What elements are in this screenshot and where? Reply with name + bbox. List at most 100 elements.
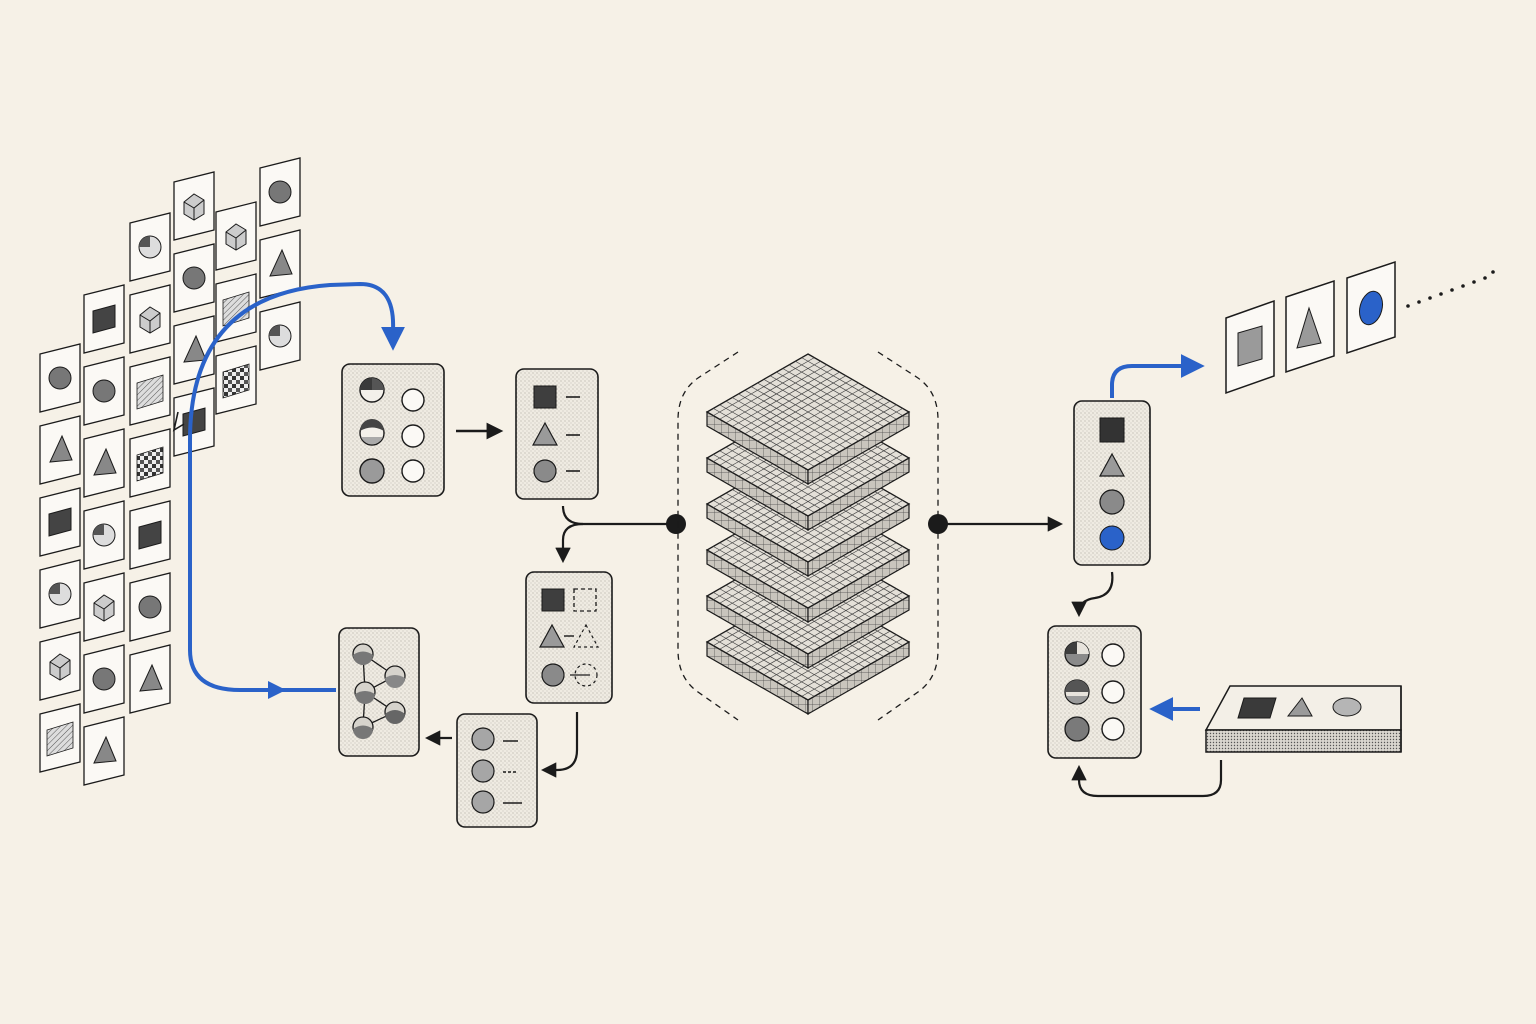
image-card <box>215 345 257 415</box>
cube-icon <box>183 193 205 221</box>
segmentation-card <box>341 363 445 497</box>
dashed-circle-icon <box>574 663 598 687</box>
image-card <box>39 703 81 773</box>
graph-node-icon <box>352 643 374 665</box>
image-card <box>83 572 125 642</box>
feedback-card <box>1047 625 1142 759</box>
checker-icon <box>222 363 250 399</box>
cube-icon <box>49 653 71 681</box>
circle-icon <box>182 266 206 290</box>
triangle-icon <box>1296 306 1322 349</box>
graph-node-icon <box>354 681 376 704</box>
square-icon <box>92 304 116 334</box>
stack-output-connector <box>928 514 1064 534</box>
filled-circle-icon <box>359 458 385 484</box>
edge-output-to-feedback <box>1071 571 1114 618</box>
image-card <box>83 500 125 570</box>
circle-icon <box>268 180 292 204</box>
square-icon <box>533 385 557 409</box>
graph-card <box>338 627 420 757</box>
triangle-icon <box>269 248 293 277</box>
triangle-icon <box>531 421 559 446</box>
blue-circle-icon <box>1099 525 1125 551</box>
square-icon <box>1237 325 1263 367</box>
square-icon <box>1099 417 1125 443</box>
dashed-square-icon <box>573 588 597 612</box>
image-card <box>39 415 81 485</box>
half-filled-circle-icon <box>359 377 385 403</box>
blue-arrowhead-icon <box>268 681 286 699</box>
image-card <box>83 716 125 786</box>
circle-icon <box>92 667 116 691</box>
edge-images-to-graph <box>188 620 336 692</box>
shape-tray <box>1204 685 1402 753</box>
square-icon <box>541 588 565 612</box>
layer-stack <box>705 353 911 716</box>
empty-circle-icon <box>401 424 425 448</box>
hatch-icon <box>46 721 74 757</box>
edge-tokens-to-outline-card <box>555 522 584 564</box>
circle-icon <box>471 727 495 751</box>
empty-circle-icon <box>1101 717 1125 741</box>
shape-token-card <box>515 368 599 500</box>
triangle-icon <box>139 663 163 692</box>
triangle-icon <box>49 434 73 463</box>
checker-icon <box>136 446 164 482</box>
square-icon <box>48 507 72 537</box>
image-card <box>129 284 171 354</box>
empty-circle-icon <box>1101 643 1125 667</box>
square-icon <box>1237 697 1277 719</box>
image-card <box>83 284 125 354</box>
triangle-icon <box>93 447 117 476</box>
continuation-dots <box>1406 270 1495 308</box>
graph-node-icon <box>352 716 374 739</box>
dashed-hexagon-outline <box>677 351 939 721</box>
shape-outline-card <box>525 571 613 704</box>
image-card <box>39 343 81 413</box>
half-filled-circle-icon <box>359 419 385 446</box>
ellipse-icon <box>1332 697 1362 717</box>
empty-circle-icon <box>401 388 425 412</box>
cube-icon <box>93 594 115 622</box>
edge-outline-to-circle-card <box>540 712 579 778</box>
circle-icon <box>533 459 557 483</box>
triangle-icon <box>538 623 566 648</box>
sequence-frame <box>1225 299 1275 395</box>
square-icon <box>138 520 162 550</box>
output-token-card <box>1073 400 1151 566</box>
accent-connectors <box>172 281 405 699</box>
edge-tokens-to-stack <box>561 505 676 526</box>
junction-dot <box>928 514 948 534</box>
pie-icon <box>1064 641 1090 667</box>
junction-dot <box>666 514 686 534</box>
image-card <box>39 631 81 701</box>
hatch-icon <box>136 374 164 410</box>
image-card <box>83 428 125 498</box>
blue-ellipse-icon <box>1358 290 1384 326</box>
image-card <box>83 644 125 714</box>
image-card <box>83 356 125 426</box>
empty-circle-icon <box>1101 680 1125 704</box>
graph-node-icon <box>384 665 406 688</box>
output-sequence <box>1225 260 1495 395</box>
triangle-icon <box>1098 452 1126 477</box>
graph-node-icon <box>384 701 406 724</box>
image-card <box>129 572 171 642</box>
circle-icon <box>48 366 72 390</box>
image-card <box>173 243 215 313</box>
stack-layer <box>705 353 911 486</box>
empty-circle-icon <box>401 459 425 483</box>
filled-circle-icon <box>1064 716 1090 742</box>
image-card <box>259 229 301 299</box>
layer-stack-container <box>677 351 939 721</box>
circle-icon <box>138 595 162 619</box>
triangle-icon <box>93 735 117 764</box>
dashed-triangle-icon <box>572 623 600 648</box>
image-card <box>259 157 301 227</box>
circle-icon <box>471 790 495 814</box>
circle-token-card <box>456 713 538 828</box>
edge-output-to-sequence <box>1110 354 1205 398</box>
hatch-icon <box>222 291 250 327</box>
